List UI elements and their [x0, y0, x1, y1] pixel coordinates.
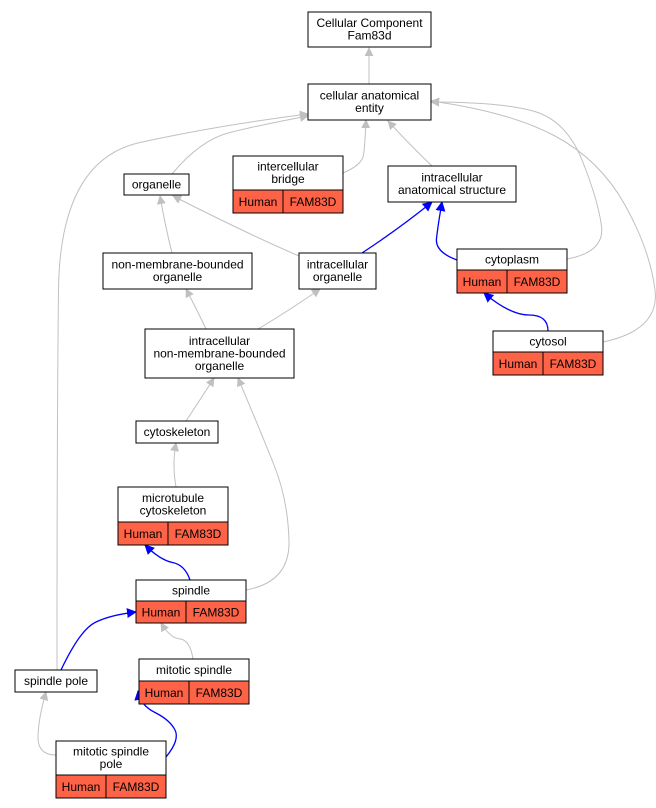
node-organelle[interactable]: organelle [123, 173, 190, 196]
node-box [14, 669, 98, 693]
edge-spindle-pole-to-cellular-anatomical-entity [56, 110, 309, 671]
node-label-line: Cellular Component [316, 16, 423, 30]
edge-mitotic-spindle-to-spindle [160, 622, 194, 660]
edge-cytoplasm-to-cellular-anatomical-entity [430, 97, 603, 260]
annotation-bar [117, 521, 229, 546]
edge-cytosol-to-cytoplasm [483, 292, 549, 332]
node-box [307, 11, 432, 48]
annotation-species: Human [499, 357, 538, 371]
edge-microtubule-cytoskeleton-to-cytoskeleton [170, 442, 179, 488]
node-label-line: microtubule [142, 491, 204, 505]
node-label-line: cytoskeleton [140, 504, 207, 518]
node-label-line: mitotic spindle [73, 745, 149, 759]
edge-cytosol-to-cellular-anatomical-entity [430, 97, 656, 343]
node-label-line: organelle [195, 359, 245, 373]
annotation-species: Human [239, 195, 278, 209]
node-label-line: intracellular [421, 171, 482, 185]
annotation-species: Human [124, 527, 163, 541]
edge-spindle-to-intracellular-nmb-organelle [237, 377, 290, 591]
annotation-bar [55, 774, 167, 799]
node-label-line: organelle [153, 270, 203, 284]
node-label-line: non-membrane-bounded [153, 346, 285, 360]
node-cytoskeleton[interactable]: cytoskeleton [135, 420, 219, 444]
annotation-gene: FAM83D [113, 780, 160, 794]
node-box [232, 155, 344, 191]
node-label-line: non-membrane-bounded [111, 258, 243, 272]
node-box [298, 252, 377, 290]
annotation-species: Human [145, 686, 184, 700]
node-label-line: intracellular [189, 334, 250, 348]
node-box [135, 420, 219, 444]
edge-layer [37, 47, 656, 758]
annotation-gene: FAM83D [193, 606, 240, 620]
node-label-line: intracellular [307, 258, 368, 272]
edge-intracellular-nmb-organelle-to-intracellular-organelle [257, 288, 321, 330]
node-label-line: spindle [172, 583, 210, 597]
edge-intracellular-nmb-organelle-to-non-membrane-bounded-organelle [185, 288, 207, 330]
node-label-line: Fam83d [347, 29, 391, 43]
annotation-bar [492, 351, 604, 376]
node-label-line: cytosol [529, 334, 566, 348]
node-box [123, 173, 190, 196]
annotation-gene: FAM83D [514, 275, 561, 289]
node-box [55, 740, 167, 776]
edge-spindle-pole-to-spindle [60, 608, 137, 671]
annotation-bar [456, 269, 568, 294]
edge-intercellular-bridge-to-cellular-anatomical-entity [342, 119, 371, 174]
node-intracellular-nmb-organelle[interactable]: intracellularnon-membrane-boundedorganel… [144, 328, 295, 379]
annotation-gene: FAM83D [175, 527, 222, 541]
edge-spindle-to-microtubule-cytoskeleton [144, 544, 191, 581]
node-label-line: mitotic spindle [156, 663, 232, 677]
edge-cytoskeleton-to-intracellular-nmb-organelle [185, 377, 215, 422]
node-label-line: bridge [271, 172, 305, 186]
annotation-bar [135, 600, 247, 624]
annotation-species: Human [62, 780, 101, 794]
node-label-line: organelle [132, 177, 182, 191]
annotation-gene: FAM83D [196, 686, 243, 700]
annotation-species: Human [463, 275, 502, 289]
edge-cytoplasm-to-intracellular-anatomical-structure [435, 201, 458, 261]
node-label-line: cytoplasm [485, 252, 539, 266]
node-label-line: pole [100, 757, 123, 771]
node-box [117, 486, 229, 523]
node-box [102, 252, 253, 290]
annotation-bar [138, 680, 250, 705]
node-box [144, 328, 295, 379]
node-label-line: entity [355, 101, 384, 115]
annotation-gene: FAM83D [290, 195, 337, 209]
node-box [387, 165, 517, 203]
node-label-line: anatomical structure [398, 183, 506, 197]
node-label-line: spindle pole [24, 674, 88, 688]
node-label-line: cellular anatomical [320, 89, 419, 103]
annotation-gene: FAM83D [550, 357, 597, 371]
annotation-species: Human [142, 606, 181, 620]
edge-non-membrane-bounded-organelle-to-organelle [156, 195, 173, 254]
edge-mitotic-spindle-pole-to-spindle-pole [37, 691, 57, 756]
node-box [307, 83, 432, 121]
node-spindle-pole[interactable]: spindle pole [14, 669, 98, 693]
edge-intracellular-organelle-to-intracellular-anatomical-structure [361, 201, 433, 254]
edge-intracellular-organelle-to-organelle [172, 195, 300, 257]
annotation-bar [232, 189, 344, 214]
edge-intracellular-anatomical-structure-to-cellular-anatomical-entity [387, 120, 433, 167]
node-label-line: organelle [313, 270, 363, 284]
edge-organelle-to-cellular-anatomical-entity [171, 113, 309, 175]
node-label-line: intercellular [257, 160, 318, 174]
node-label-line: cytoskeleton [144, 425, 211, 439]
